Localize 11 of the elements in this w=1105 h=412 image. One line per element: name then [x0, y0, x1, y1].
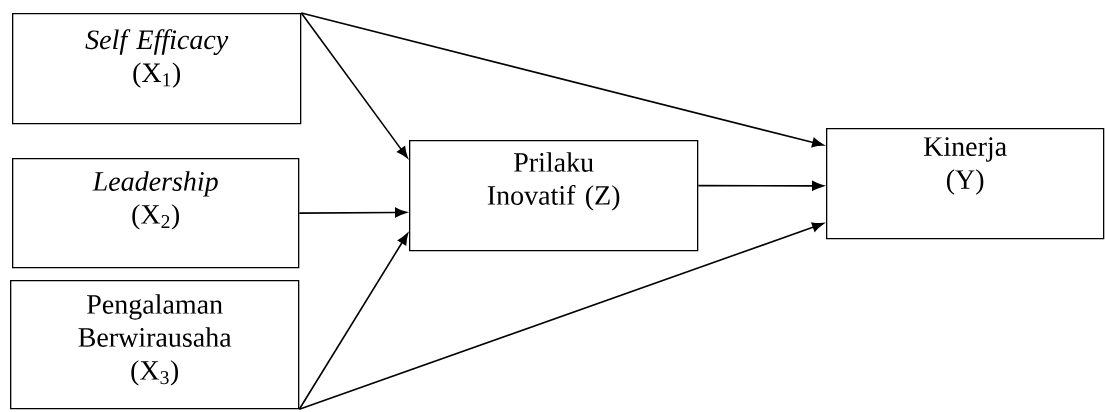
arrow: [298, 233, 409, 411]
box: Pengalaman Berwirausaha (X$_{3}$): [10, 280, 300, 410]
box: Self Efficacy (X$_{1}$): [12, 13, 302, 125]
arrow: [300, 12, 408, 159]
arrow: [298, 222, 824, 411]
arrow: [300, 12, 824, 148]
box: Kinerja (Y): [826, 128, 1105, 240]
arrow: [298, 207, 407, 218]
arrow: [697, 180, 824, 191]
box: Prilaku Inovatif (Z): [409, 140, 699, 252]
box: Leadership (X$_{2}$): [12, 158, 300, 269]
